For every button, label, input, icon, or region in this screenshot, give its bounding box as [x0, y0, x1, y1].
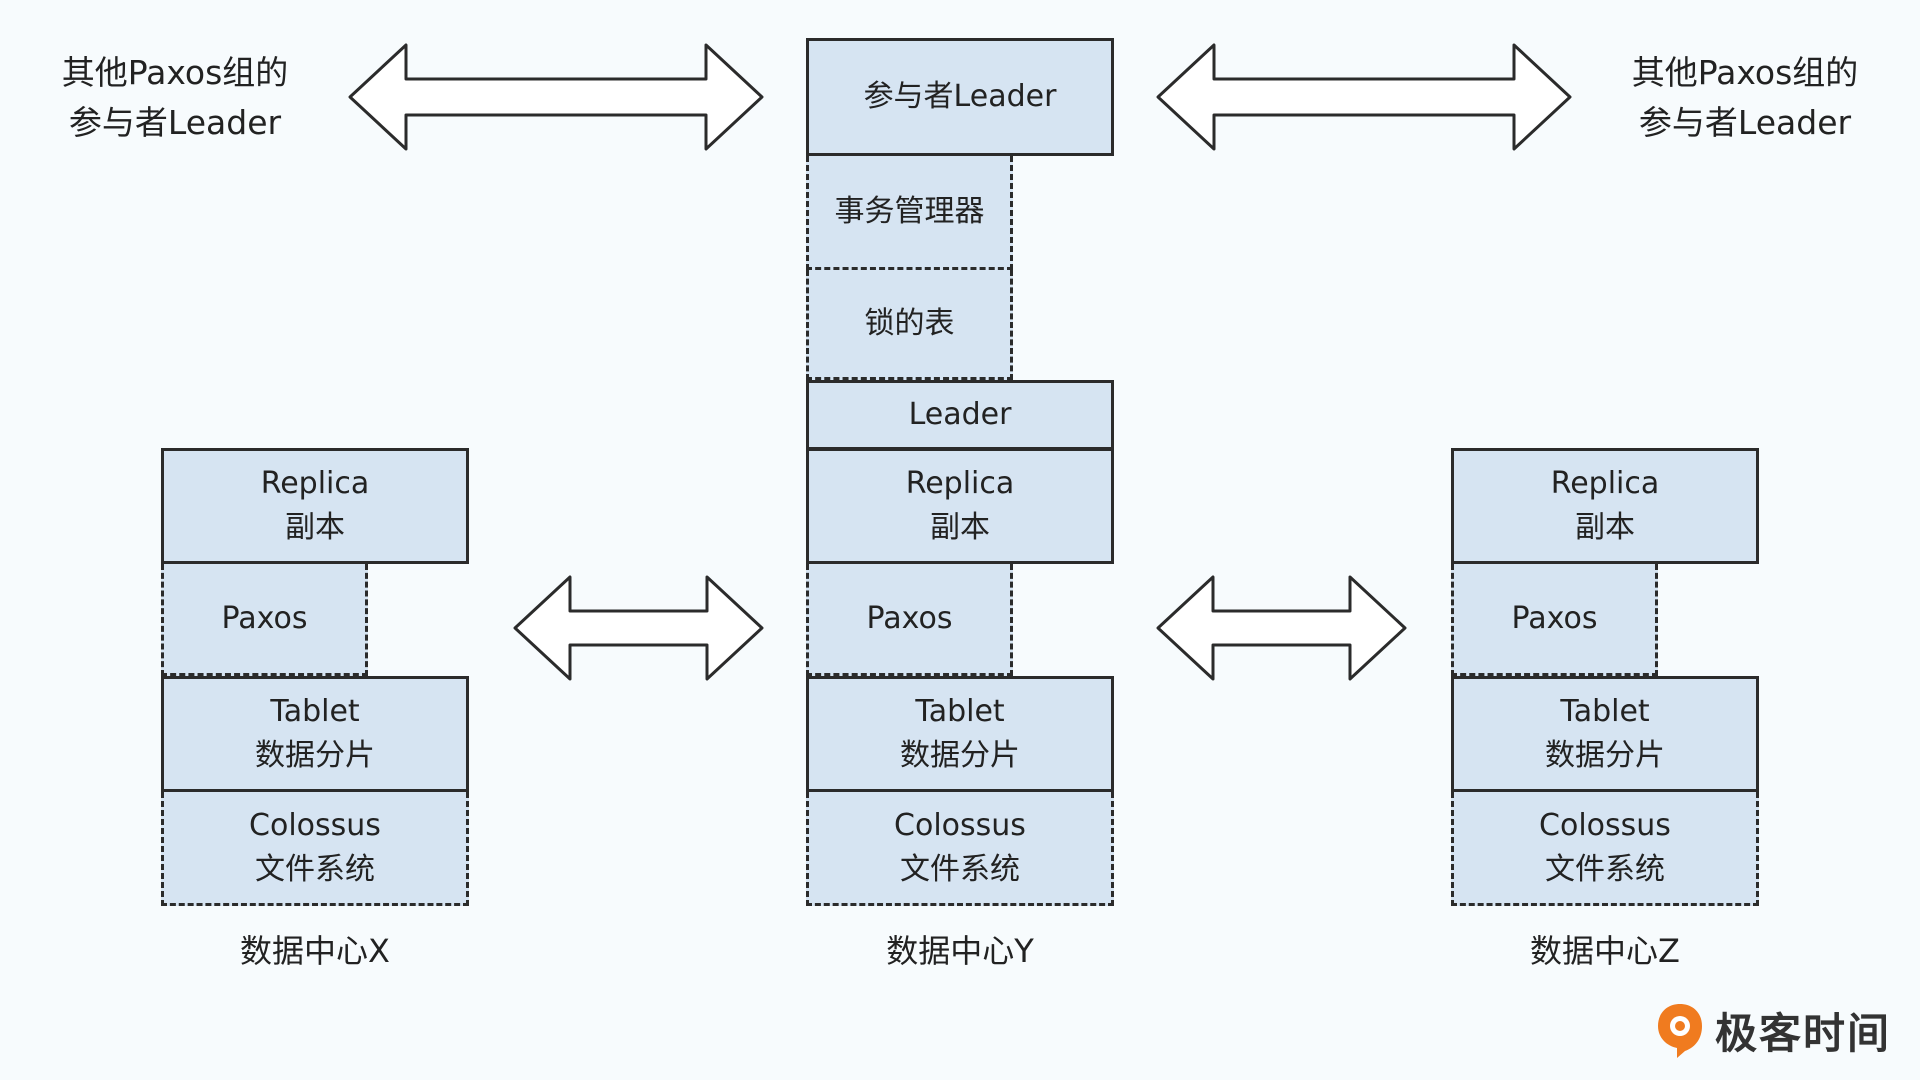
- leader-text: Leader: [908, 397, 1012, 432]
- top-right-label-line2: 参与者Leader: [1638, 103, 1852, 142]
- tablet-box-x: Tablet 数据分片: [161, 676, 469, 792]
- top-left-label: 其他Paxos组的 参与者Leader: [40, 48, 310, 148]
- tablet-cn-text-z: 数据分片: [1545, 738, 1665, 773]
- transaction-manager-text: 事务管理器: [834, 193, 985, 229]
- participant-leader-text: 参与者Leader: [863, 79, 1057, 114]
- datacenter-y-label: 数据中心Y: [886, 932, 1034, 970]
- top-right-label: 其他Paxos组的 参与者Leader: [1610, 48, 1880, 148]
- tablet-box-y: Tablet 数据分片: [806, 676, 1114, 792]
- paxos-text-y: Paxos: [866, 600, 953, 636]
- geektime-logo-icon: [1658, 1003, 1702, 1058]
- replica-text-y: Replica: [905, 466, 1015, 501]
- double-arrow-top-left: [348, 43, 764, 151]
- replica-box-z: Replica 副本: [1451, 448, 1759, 564]
- tablet-text-y: Tablet: [915, 694, 1005, 729]
- replica-cn-text-y: 副本: [930, 510, 990, 545]
- colossus-text-z: Colossus: [1539, 807, 1671, 843]
- paxos-text-z: Paxos: [1511, 600, 1598, 636]
- paxos-box-y: Paxos: [806, 564, 1013, 676]
- datacenter-x-label: 数据中心X: [240, 932, 390, 970]
- tablet-box-z: Tablet 数据分片: [1451, 676, 1759, 792]
- double-arrow-mid-left: [513, 575, 764, 681]
- replica-text-x: Replica: [260, 466, 370, 501]
- replica-cn-text-x: 副本: [285, 510, 345, 545]
- replica-box-x: Replica 副本: [161, 448, 469, 564]
- colossus-box-y: Colossus 文件系统: [806, 792, 1114, 906]
- tablet-cn-text-x: 数据分片: [255, 738, 375, 773]
- paxos-text-x: Paxos: [221, 600, 308, 636]
- tablet-text-z: Tablet: [1560, 694, 1650, 729]
- colossus-box-x: Colossus 文件系统: [161, 792, 469, 906]
- top-right-label-line1: 其他Paxos组的: [1631, 53, 1859, 92]
- paxos-box-z: Paxos: [1451, 564, 1658, 676]
- double-arrow-mid-right: [1156, 575, 1407, 681]
- tablet-text-x: Tablet: [270, 694, 360, 729]
- colossus-cn-text-y: 文件系统: [900, 851, 1020, 887]
- replica-cn-text-z: 副本: [1575, 510, 1635, 545]
- top-left-label-line1: 其他Paxos组的: [61, 53, 289, 92]
- transaction-manager-box: 事务管理器: [806, 156, 1013, 270]
- tablet-cn-text-y: 数据分片: [900, 738, 1020, 773]
- colossus-text-y: Colossus: [894, 807, 1026, 843]
- colossus-box-z: Colossus 文件系统: [1451, 792, 1759, 906]
- replica-text-z: Replica: [1550, 466, 1660, 501]
- colossus-cn-text-z: 文件系统: [1545, 851, 1665, 887]
- participant-leader-box: 参与者Leader: [806, 38, 1114, 156]
- replica-box-y: Replica 副本: [806, 448, 1114, 564]
- lock-table-box: 锁的表: [806, 270, 1013, 380]
- brand-logo: 极客时间: [1655, 1000, 1891, 1061]
- lock-table-text: 锁的表: [864, 305, 955, 341]
- leader-box: Leader: [806, 380, 1114, 450]
- double-arrow-top-right: [1156, 43, 1572, 151]
- brand-name: 极客时间: [1715, 1009, 1892, 1058]
- top-left-label-line2: 参与者Leader: [68, 103, 282, 142]
- datacenter-z-label: 数据中心Z: [1530, 932, 1680, 970]
- paxos-box-x: Paxos: [161, 564, 368, 676]
- colossus-text-x: Colossus: [249, 807, 381, 843]
- colossus-cn-text-x: 文件系统: [255, 851, 375, 887]
